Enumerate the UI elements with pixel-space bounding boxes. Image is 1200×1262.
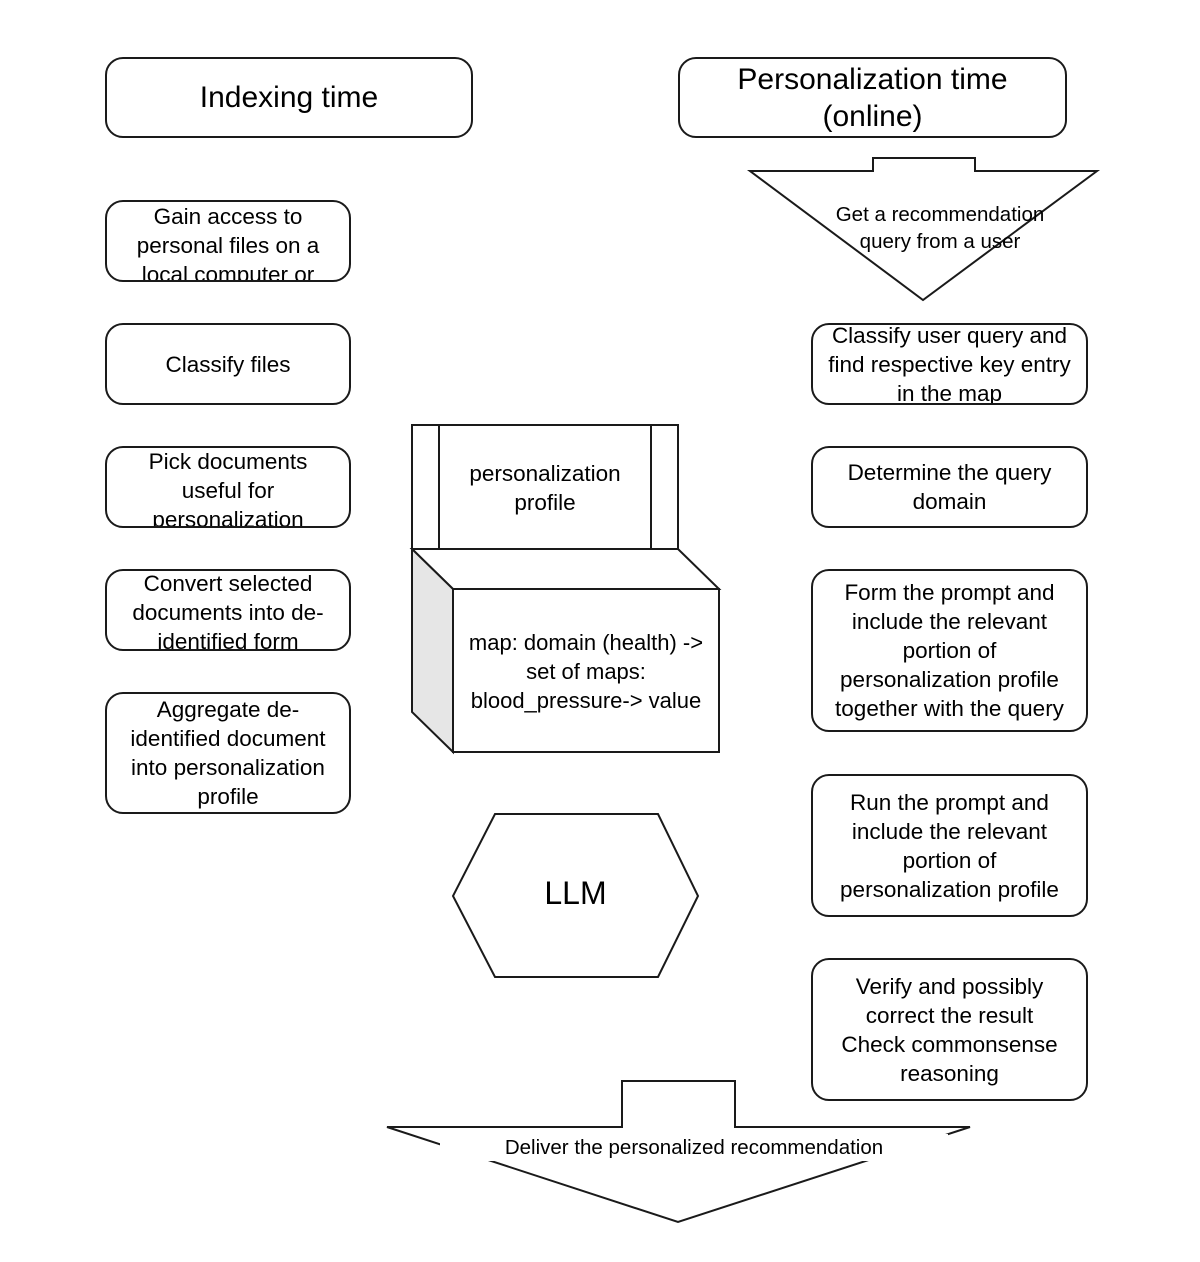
map-cube-front bbox=[452, 588, 720, 753]
step-pick-documents: Pick documents useful for personalizatio… bbox=[105, 446, 351, 528]
personalization-time-header: Personalization time (online) bbox=[678, 57, 1067, 138]
llm-hexagon bbox=[451, 813, 700, 978]
step-gain-access-label: Gain access to personal files on a local… bbox=[136, 204, 320, 282]
step-verify-result-label: Verify and possibly correct the result C… bbox=[841, 973, 1058, 1086]
step-convert-documents-label: Convert selected documents into de- iden… bbox=[132, 571, 324, 651]
step-classify-files-label: Classify files bbox=[165, 351, 291, 377]
llm-label: LLM bbox=[544, 875, 607, 911]
step-run-prompt-label: Run the prompt and include the relevant … bbox=[840, 789, 1059, 902]
step-form-prompt-label: Form the prompt and include the relevant… bbox=[835, 580, 1064, 721]
step-classify-query: Classify user query and find respective … bbox=[811, 323, 1088, 405]
personalization-time-label: Personalization time (online) bbox=[737, 62, 1008, 133]
step-convert-documents: Convert selected documents into de- iden… bbox=[105, 569, 351, 651]
step-aggregate-profile: Aggregate de- identified document into p… bbox=[105, 692, 351, 814]
step-classify-query-label: Classify user query and find respective … bbox=[828, 323, 1071, 405]
step-determine-domain: Determine the query domain bbox=[811, 446, 1088, 528]
step-pick-documents-label: Pick documents useful for personalizatio… bbox=[148, 449, 308, 528]
map-cube-top bbox=[409, 548, 722, 590]
query-arrow-label: Get a recommendation query from a user bbox=[835, 203, 1045, 253]
step-aggregate-profile-label: Aggregate de- identified document into p… bbox=[130, 697, 326, 809]
step-form-prompt: Form the prompt and include the relevant… bbox=[811, 569, 1088, 732]
step-verify-result: Verify and possibly correct the result C… bbox=[811, 958, 1088, 1101]
indexing-time-label: Indexing time bbox=[199, 81, 379, 114]
step-classify-files: Classify files bbox=[105, 323, 351, 405]
query-arrow-shape bbox=[746, 157, 1101, 302]
deliver-arrow-label: Deliver the personalized recommendation bbox=[440, 1134, 948, 1161]
profile-title: personalization profile bbox=[469, 461, 621, 515]
step-determine-domain-label: Determine the query domain bbox=[847, 460, 1052, 514]
indexing-time-header: Indexing time bbox=[105, 57, 473, 138]
profile-map-text: map: domain (health) -> set of maps: blo… bbox=[468, 630, 704, 713]
step-gain-access: Gain access to personal files on a local… bbox=[105, 200, 351, 282]
profile-process-box bbox=[411, 424, 679, 550]
step-run-prompt: Run the prompt and include the relevant … bbox=[811, 774, 1088, 917]
